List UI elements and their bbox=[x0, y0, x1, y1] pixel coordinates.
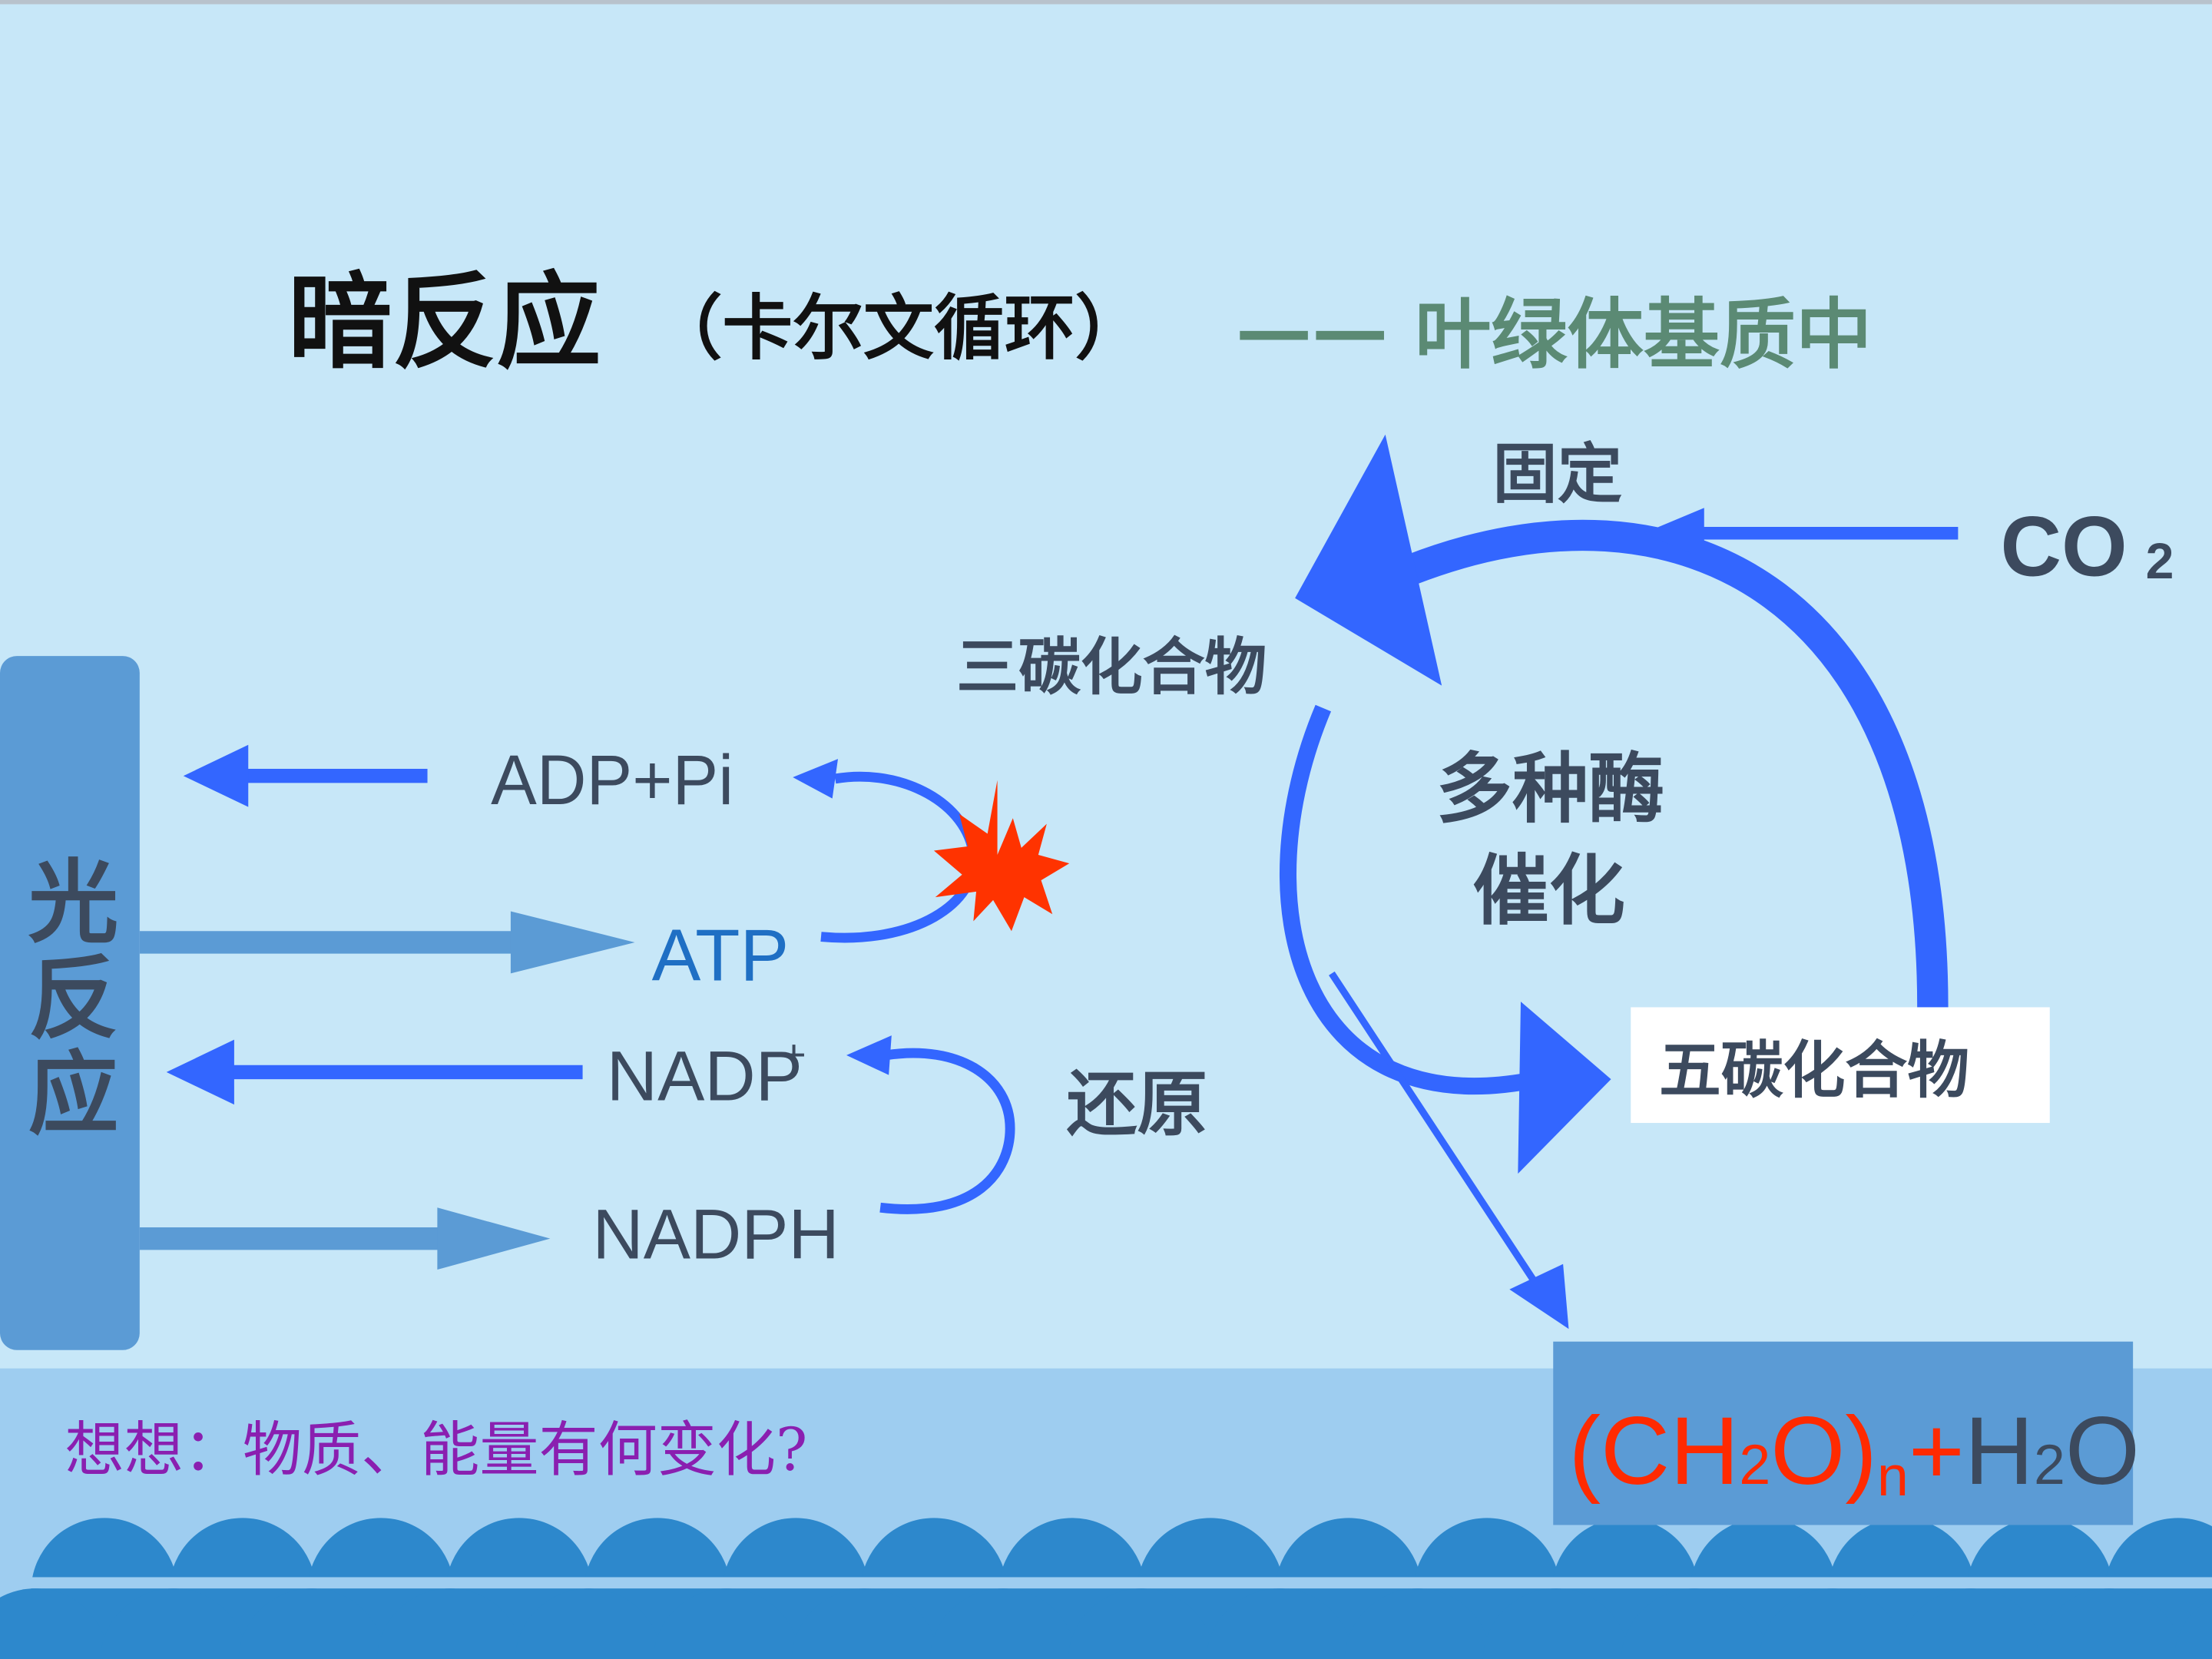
energy-burst-icon bbox=[933, 780, 1070, 932]
product-water: H bbox=[1965, 1398, 2034, 1505]
fixation-arc bbox=[1405, 519, 1949, 1013]
co2-subscript: 2 bbox=[2146, 533, 2174, 590]
nadph-oxidation-arrow bbox=[846, 1035, 1015, 1214]
product-close: O) bbox=[1770, 1398, 1877, 1505]
product-open: (CH bbox=[1568, 1398, 1739, 1505]
product-water-o: O bbox=[2065, 1398, 2140, 1505]
product-plus: + bbox=[1909, 1398, 1965, 1505]
product-box-bg bbox=[1553, 1341, 2134, 1525]
product-sub-2: 2 bbox=[1739, 1432, 1770, 1496]
nadph-label: NADPH bbox=[592, 1195, 839, 1273]
arrow-light-to-nadph bbox=[139, 1207, 551, 1270]
fixation-label: 固定 bbox=[1492, 436, 1622, 512]
product-formula: (CH2O)n+H2O bbox=[1568, 1398, 2140, 1508]
atp-label: ATP bbox=[652, 916, 790, 997]
sugar-output-line bbox=[1329, 971, 1544, 1293]
light-reaction-bar bbox=[0, 656, 140, 1350]
title-main: 暗反应 bbox=[288, 261, 601, 384]
light-reaction-label-3: 应 bbox=[28, 1041, 119, 1147]
arrow-adp-to-light bbox=[183, 744, 428, 807]
co2-base: CO bbox=[2000, 499, 2127, 594]
co2-label: CO 2 bbox=[2000, 499, 2174, 594]
top-border bbox=[0, 0, 2212, 5]
sugar-output-arrowhead bbox=[1509, 1263, 1569, 1330]
product-box: (CH2O)n+H2O bbox=[1553, 1341, 2140, 1525]
enzyme-label-line1: 多种酶 bbox=[1436, 745, 1665, 834]
c3-label: 三碳化合物 bbox=[956, 631, 1267, 704]
question-text: 想想：物质、能量有何变化? bbox=[65, 1416, 807, 1485]
arrow-nadp-to-light bbox=[166, 1039, 583, 1105]
wave-decoration bbox=[0, 1518, 2212, 1659]
nadp-superscript: + bbox=[782, 1031, 806, 1078]
light-reaction-block: 光 反 应 bbox=[0, 656, 140, 1350]
product-water-sub: 2 bbox=[2034, 1432, 2065, 1496]
enzyme-label-line2: 催化 bbox=[1473, 846, 1625, 935]
product-sub-n: n bbox=[1877, 1444, 1909, 1508]
c5-label-box bbox=[1631, 1007, 2050, 1124]
light-reaction-label-1: 光 bbox=[28, 849, 119, 955]
arrow-light-to-atp bbox=[139, 911, 635, 974]
regeneration-arrowhead bbox=[1518, 1002, 1611, 1174]
title-location: 叶绿体基质中 bbox=[1415, 290, 1872, 379]
nadp-label: NADP + bbox=[607, 1031, 806, 1115]
adp-label: ADP+Pi bbox=[491, 741, 733, 820]
light-reaction-label-2: 反 bbox=[28, 945, 119, 1051]
co2-input-arrow bbox=[1643, 508, 1959, 559]
c5-label: 五碳化合物 bbox=[1659, 1035, 1969, 1108]
slide-title: 暗反应 （卡尔文循环） —— 叶绿体基质中 bbox=[288, 261, 1873, 384]
fixation-arrowhead bbox=[1295, 434, 1442, 686]
regeneration-arc bbox=[1280, 704, 1540, 1095]
title-paren: （卡尔文循环） bbox=[652, 286, 1146, 369]
calvin-cycle bbox=[1280, 434, 1949, 1330]
title-dash: —— bbox=[1236, 285, 1388, 374]
reduction-label: 还原 bbox=[1067, 1062, 1208, 1145]
nadp-base: NADP bbox=[607, 1038, 803, 1116]
